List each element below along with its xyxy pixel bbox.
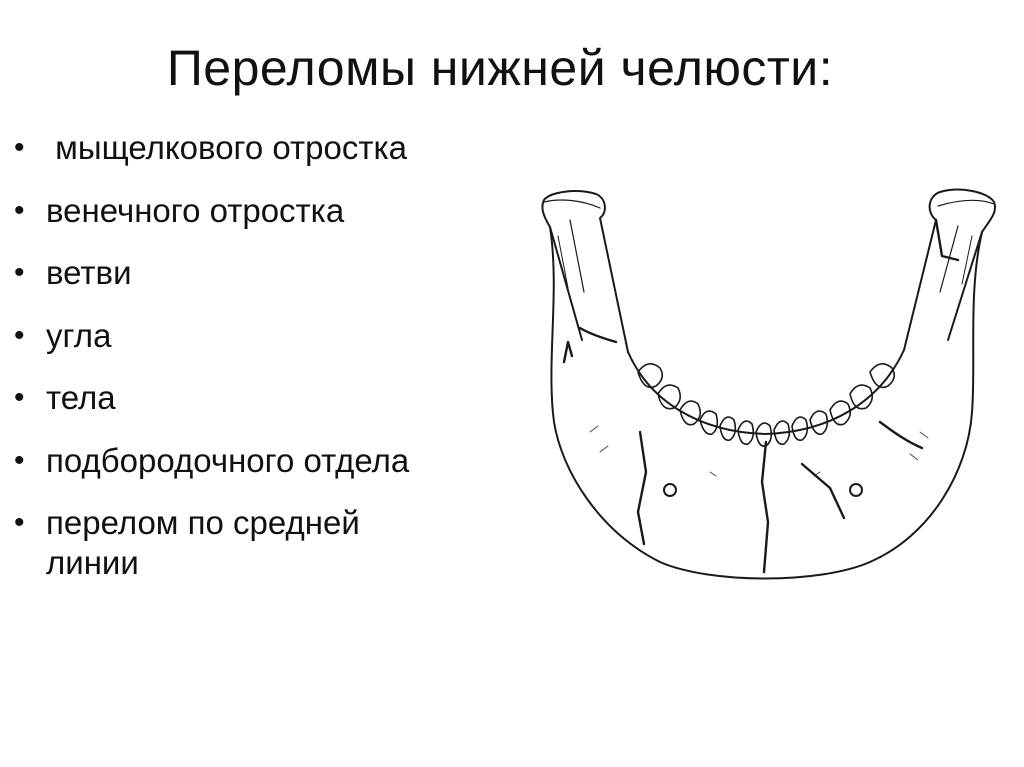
list-item-midline: •перелом по средней линии [12, 503, 532, 583]
bullet-icon: • [14, 316, 25, 356]
bullet-icon: • [14, 128, 25, 168]
slide-title: Переломы нижней челюсти: [0, 40, 1000, 98]
mandible-illustration [520, 172, 1010, 602]
list-item-condylar: • мыщелкового отростка [12, 128, 532, 168]
bullet-icon: • [14, 191, 25, 231]
list-item-body: •тела [12, 378, 532, 418]
bullet-icon: • [14, 503, 25, 543]
mandible-icon [520, 172, 1010, 602]
list-item-angle: •угла [12, 316, 532, 356]
bullet-icon: • [14, 378, 25, 418]
bullet-icon: • [14, 253, 25, 293]
list-item-coronoid: •венечного отростка [12, 191, 532, 231]
fracture-list: • мыщелкового отростка •венечного отрост… [12, 128, 532, 606]
list-item-ramus: •ветви [12, 253, 532, 293]
list-item-mental: •подбородочного отдела [12, 441, 532, 481]
bullet-icon: • [14, 441, 25, 481]
